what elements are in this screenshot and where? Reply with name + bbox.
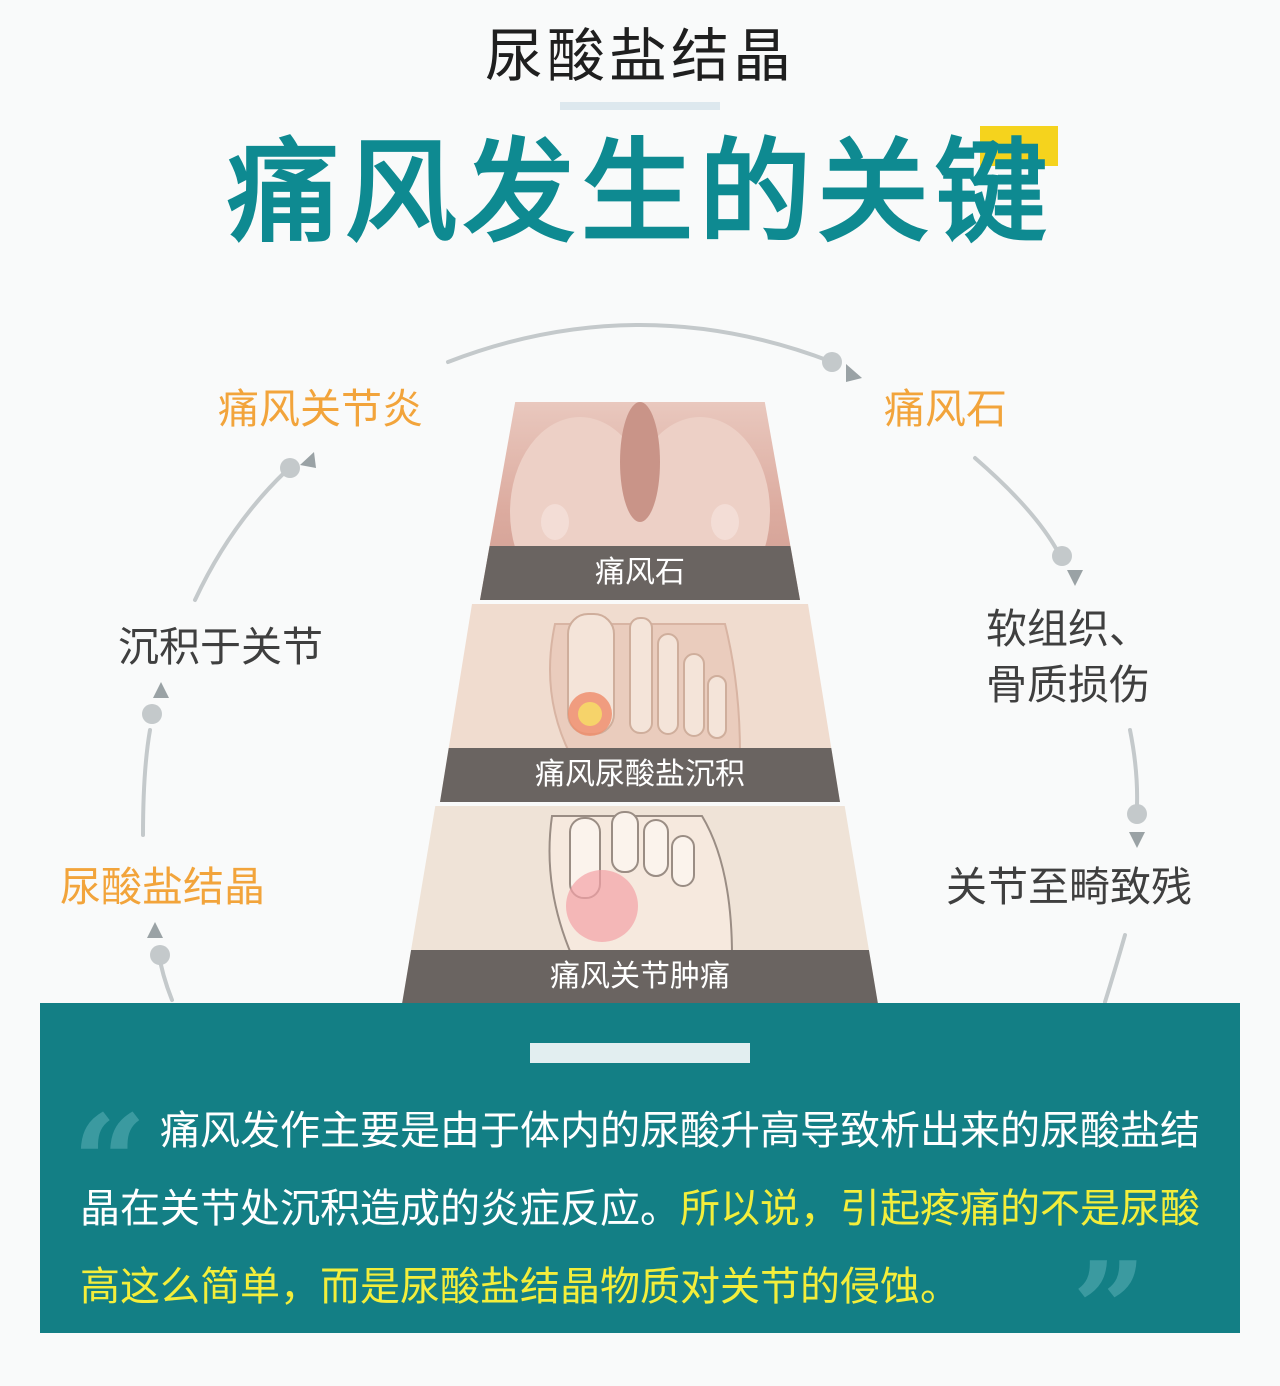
- arrow-left-middle: [153, 682, 169, 698]
- arrow-right-upper: [1067, 570, 1083, 586]
- dot-top: [822, 352, 842, 372]
- arc-left-upper: [193, 470, 287, 602]
- arc-right-upper: [973, 456, 1060, 554]
- arc-right-lower: [1103, 933, 1127, 1004]
- arrow-left-lower: [147, 922, 163, 938]
- step-tissue-damage-line2: 骨质损伤: [986, 661, 1150, 709]
- photo-urate-deposit: 痛风尿酸盐沉积: [440, 604, 840, 802]
- photo-gout-tophus: 痛风石: [480, 402, 800, 600]
- step-tissue-damage-line1: 软组织、: [986, 605, 1150, 653]
- step-joint-deformity: 关节至畸致残: [946, 863, 1192, 911]
- caption-urate-deposit: 痛风尿酸盐沉积: [440, 748, 840, 802]
- subtitle: 尿酸盐结晶: [484, 22, 795, 90]
- open-quote-icon: “: [72, 1086, 147, 1239]
- arrow-left-upper: [300, 452, 316, 468]
- arc-right-middle: [1128, 728, 1140, 807]
- explanation-text-normal: 痛风发作主要是由于体内的尿酸升高导致析出来的尿酸盐结晶在关节处沉积造成的炎症反应…: [80, 1108, 1200, 1232]
- cycle-diagram: [141, 323, 1147, 1004]
- step-deposit-in-joint: 沉积于关节: [118, 623, 323, 671]
- subtitle-underline: [560, 102, 720, 110]
- photo-joint-swelling: 痛风关节肿痛: [402, 806, 878, 1004]
- arc-top: [446, 323, 834, 364]
- dot-left-lower: [150, 945, 170, 965]
- dot-right-middle: [1127, 804, 1147, 824]
- title-accent-block: [980, 126, 1058, 166]
- step-urate-crystal: 尿酸盐结晶: [60, 863, 265, 911]
- main-title: 痛风发生的关键: [227, 128, 1053, 258]
- arc-left-middle: [141, 728, 152, 837]
- caption-gout-tophus: 痛风石: [480, 546, 800, 600]
- foot-bones-illustration: [549, 613, 742, 755]
- explanation-text-highlight: 所以说，引起疼痛的不是尿酸高这么简单，而是尿酸盐结晶物质对关节的侵蚀。: [80, 1186, 1200, 1310]
- step-gout-tophus: 痛风石: [884, 385, 1007, 433]
- arrow-right-middle: [1129, 832, 1145, 848]
- dot-left-upper: [280, 458, 300, 478]
- caption-joint-swelling: 痛风关节肿痛: [402, 950, 878, 1004]
- dot-left-middle: [142, 704, 162, 724]
- explanation-box-rule: [530, 1043, 750, 1063]
- dot-right-upper: [1052, 546, 1072, 566]
- arrow-top: [846, 364, 862, 382]
- explanation-text: 痛风发作主要是由于体内的尿酸升高导致析出来的尿酸盐结晶在关节处沉积造成的炎症反应…: [80, 1092, 1220, 1326]
- close-quote-icon: ”: [1072, 1233, 1147, 1386]
- step-gouty-arthritis: 痛风关节炎: [218, 385, 423, 433]
- swollen-foot-illustration: [548, 811, 734, 957]
